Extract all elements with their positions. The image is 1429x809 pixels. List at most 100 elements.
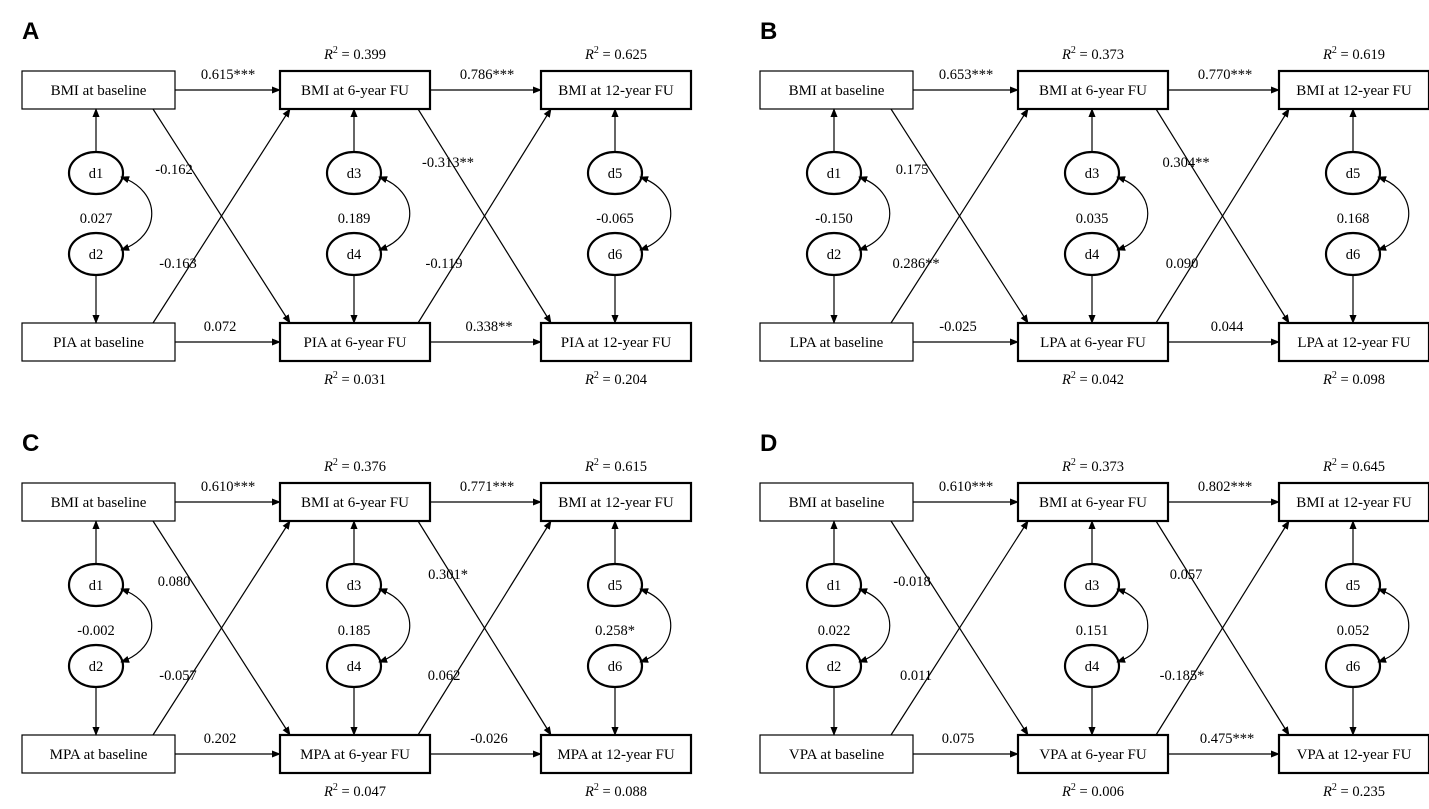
coef-cross-top2-bottom3: 0.057 bbox=[1170, 567, 1203, 583]
coef-top-1-2: 0.610*** bbox=[939, 479, 993, 495]
box-top-2 bbox=[278, 481, 432, 523]
coef-cross-bottom1-top2: 0.011 bbox=[900, 668, 932, 684]
box-label-bottom-2: PIA at 6-year FU bbox=[304, 335, 407, 351]
disturbance-label-d2: d2 bbox=[827, 247, 842, 263]
coef-cross-bottom2-top3: -0.119 bbox=[426, 256, 463, 272]
disturbance-label-d1: d1 bbox=[89, 166, 104, 182]
r2-bottom-3: R2 = 0.204 bbox=[584, 370, 648, 388]
box-top-1 bbox=[21, 70, 176, 110]
coef-cov-d5-d6: 0.052 bbox=[1337, 623, 1370, 639]
disturbance-label-d3: d3 bbox=[347, 166, 362, 182]
box-label-bottom-2: MPA at 6-year FU bbox=[300, 747, 410, 763]
covariance-d5-d6 bbox=[1377, 176, 1410, 251]
coef-cross-top1-bottom2: 0.080 bbox=[158, 574, 191, 590]
covariance-d1-d2 bbox=[120, 176, 153, 251]
panel-letter: C bbox=[22, 430, 39, 457]
box-bottom-1 bbox=[759, 734, 914, 774]
box-bottom-1 bbox=[759, 322, 914, 362]
box-label-top-3: BMI at 12-year FU bbox=[558, 83, 674, 99]
covariance-d1-d2 bbox=[858, 588, 891, 663]
path-cross-bottom2-top3 bbox=[1155, 520, 1290, 736]
covariance-d5-d6 bbox=[1377, 588, 1410, 663]
panel-letter: D bbox=[760, 430, 777, 457]
coef-bottom-1-2: 0.072 bbox=[204, 319, 237, 335]
coef-bottom-2-3: 0.475*** bbox=[1200, 731, 1254, 747]
box-label-bottom-1: PIA at baseline bbox=[53, 335, 144, 351]
coef-bottom-1-2: 0.202 bbox=[204, 731, 237, 747]
box-label-top-3: BMI at 12-year FU bbox=[1296, 83, 1412, 99]
coef-cross-top2-bottom3: 0.301* bbox=[428, 567, 468, 583]
box-label-bottom-3: VPA at 12-year FU bbox=[1297, 747, 1412, 763]
disturbance-label-d5: d5 bbox=[608, 166, 623, 182]
covariance-d3-d4 bbox=[1116, 588, 1149, 663]
coef-top-2-3: 0.770*** bbox=[1198, 67, 1252, 83]
r2-top-2: R2 = 0.373 bbox=[1061, 457, 1124, 475]
path-cross-bottom1-top2 bbox=[890, 520, 1029, 736]
box-label-bottom-1: MPA at baseline bbox=[50, 747, 148, 763]
box-bottom-3 bbox=[1277, 733, 1429, 775]
disturbance-label-d3: d3 bbox=[1085, 578, 1100, 594]
disturbance-label-d3: d3 bbox=[1085, 166, 1100, 182]
coef-cov-d3-d4: 0.185 bbox=[338, 623, 371, 639]
covariance-d3-d4 bbox=[1116, 176, 1149, 251]
disturbance-label-d3: d3 bbox=[347, 578, 362, 594]
r2-bottom-2: R2 = 0.047 bbox=[323, 782, 386, 800]
box-label-bottom-2: LPA at 6-year FU bbox=[1040, 335, 1146, 351]
r2-top-2: R2 = 0.373 bbox=[1061, 45, 1124, 63]
path-cross-bottom1-top2 bbox=[890, 108, 1029, 324]
coef-top-1-2: 0.610*** bbox=[201, 479, 255, 495]
path-cross-bottom2-top3 bbox=[1155, 108, 1290, 324]
box-label-bottom-3: LPA at 12-year FU bbox=[1297, 335, 1410, 351]
coef-cross-top2-bottom3: -0.313** bbox=[422, 155, 474, 171]
coef-bottom-2-3: 0.044 bbox=[1211, 319, 1244, 335]
coef-cross-bottom1-top2: 0.286** bbox=[892, 256, 939, 272]
box-label-top-2: BMI at 6-year FU bbox=[301, 83, 409, 99]
coef-top-2-3: 0.771*** bbox=[460, 479, 514, 495]
coef-cov-d3-d4: 0.189 bbox=[338, 211, 371, 227]
disturbance-label-d2: d2 bbox=[89, 659, 104, 675]
coef-bottom-2-3: -0.026 bbox=[470, 731, 507, 747]
r2-top-2: R2 = 0.399 bbox=[323, 45, 386, 63]
box-label-bottom-2: VPA at 6-year FU bbox=[1039, 747, 1147, 763]
r2-bottom-2: R2 = 0.006 bbox=[1061, 782, 1124, 800]
box-label-bottom-1: LPA at baseline bbox=[790, 335, 884, 351]
box-label-bottom-3: MPA at 12-year FU bbox=[557, 747, 675, 763]
box-label-top-3: BMI at 12-year FU bbox=[558, 495, 674, 511]
coef-cross-top2-bottom3: 0.304** bbox=[1162, 155, 1209, 171]
path-cross-bottom2-top3 bbox=[417, 108, 552, 324]
coef-cov-d1-d2: -0.002 bbox=[77, 623, 114, 639]
r2-top-3: R2 = 0.645 bbox=[1322, 457, 1385, 475]
box-label-top-1: BMI at baseline bbox=[789, 83, 885, 99]
path-cross-bottom2-top3 bbox=[417, 520, 552, 736]
disturbance-label-d1: d1 bbox=[89, 578, 104, 594]
coef-cov-d1-d2: 0.022 bbox=[818, 623, 851, 639]
disturbance-label-d4: d4 bbox=[1085, 659, 1100, 675]
box-top-3 bbox=[1277, 481, 1429, 523]
panel-letter: B bbox=[760, 18, 777, 45]
coef-bottom-1-2: 0.075 bbox=[942, 731, 975, 747]
box-label-top-3: BMI at 12-year FU bbox=[1296, 495, 1412, 511]
r2-bottom-2: R2 = 0.042 bbox=[1061, 370, 1124, 388]
r2-bottom-3: R2 = 0.235 bbox=[1322, 782, 1385, 800]
disturbance-label-d6: d6 bbox=[608, 247, 623, 263]
coef-cov-d1-d2: 0.027 bbox=[80, 211, 113, 227]
r2-bottom-3: R2 = 0.098 bbox=[1322, 370, 1385, 388]
covariance-d3-d4 bbox=[378, 176, 411, 251]
coef-top-2-3: 0.786*** bbox=[460, 67, 514, 83]
path-cross-bottom1-top2 bbox=[152, 108, 291, 324]
coef-bottom-2-3: 0.338** bbox=[465, 319, 512, 335]
covariance-d1-d2 bbox=[858, 176, 891, 251]
covariance-d1-d2 bbox=[120, 588, 153, 663]
disturbance-label-d4: d4 bbox=[347, 659, 362, 675]
coef-cov-d3-d4: 0.151 bbox=[1076, 623, 1109, 639]
disturbance-label-d5: d5 bbox=[1346, 166, 1361, 182]
coef-bottom-1-2: -0.025 bbox=[939, 319, 976, 335]
box-label-top-1: BMI at baseline bbox=[51, 495, 147, 511]
box-top-3 bbox=[539, 481, 693, 523]
r2-top-3: R2 = 0.615 bbox=[584, 457, 647, 475]
box-label-top-1: BMI at baseline bbox=[789, 495, 885, 511]
coef-cross-bottom1-top2: -0.163 bbox=[159, 256, 196, 272]
